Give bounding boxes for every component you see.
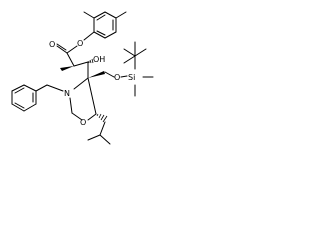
ester-bonds (56, 31, 95, 54)
ch2-wedge (88, 71, 105, 78)
ring-nitrogen-label: N (64, 89, 70, 98)
hydroxyl-hash-bond (88, 58, 94, 64)
ester-oxygen-label: O (77, 39, 83, 48)
aryl-ring (93, 11, 117, 39)
methyl-wedge (60, 66, 74, 71)
isopropyl-group (87, 113, 111, 145)
benzyl-group (11, 84, 64, 112)
silicon-label: Si (128, 73, 135, 82)
carbonyl-oxygen-label: O (49, 40, 55, 49)
aryl-methyl-groups (83, 11, 127, 19)
hydroxyl-label: OH (93, 55, 105, 64)
backbone-bonds (60, 52, 89, 79)
molecule-diagram: O O OH N O O Si (11, 11, 154, 145)
ring-oxygen-label: O (80, 118, 86, 127)
silyl-ether-chain (88, 41, 154, 97)
silyl-ether-oxygen-label: O (114, 73, 120, 82)
oxazolidine-ring (69, 77, 97, 121)
atom-labels: O O OH N O O Si (49, 39, 135, 127)
